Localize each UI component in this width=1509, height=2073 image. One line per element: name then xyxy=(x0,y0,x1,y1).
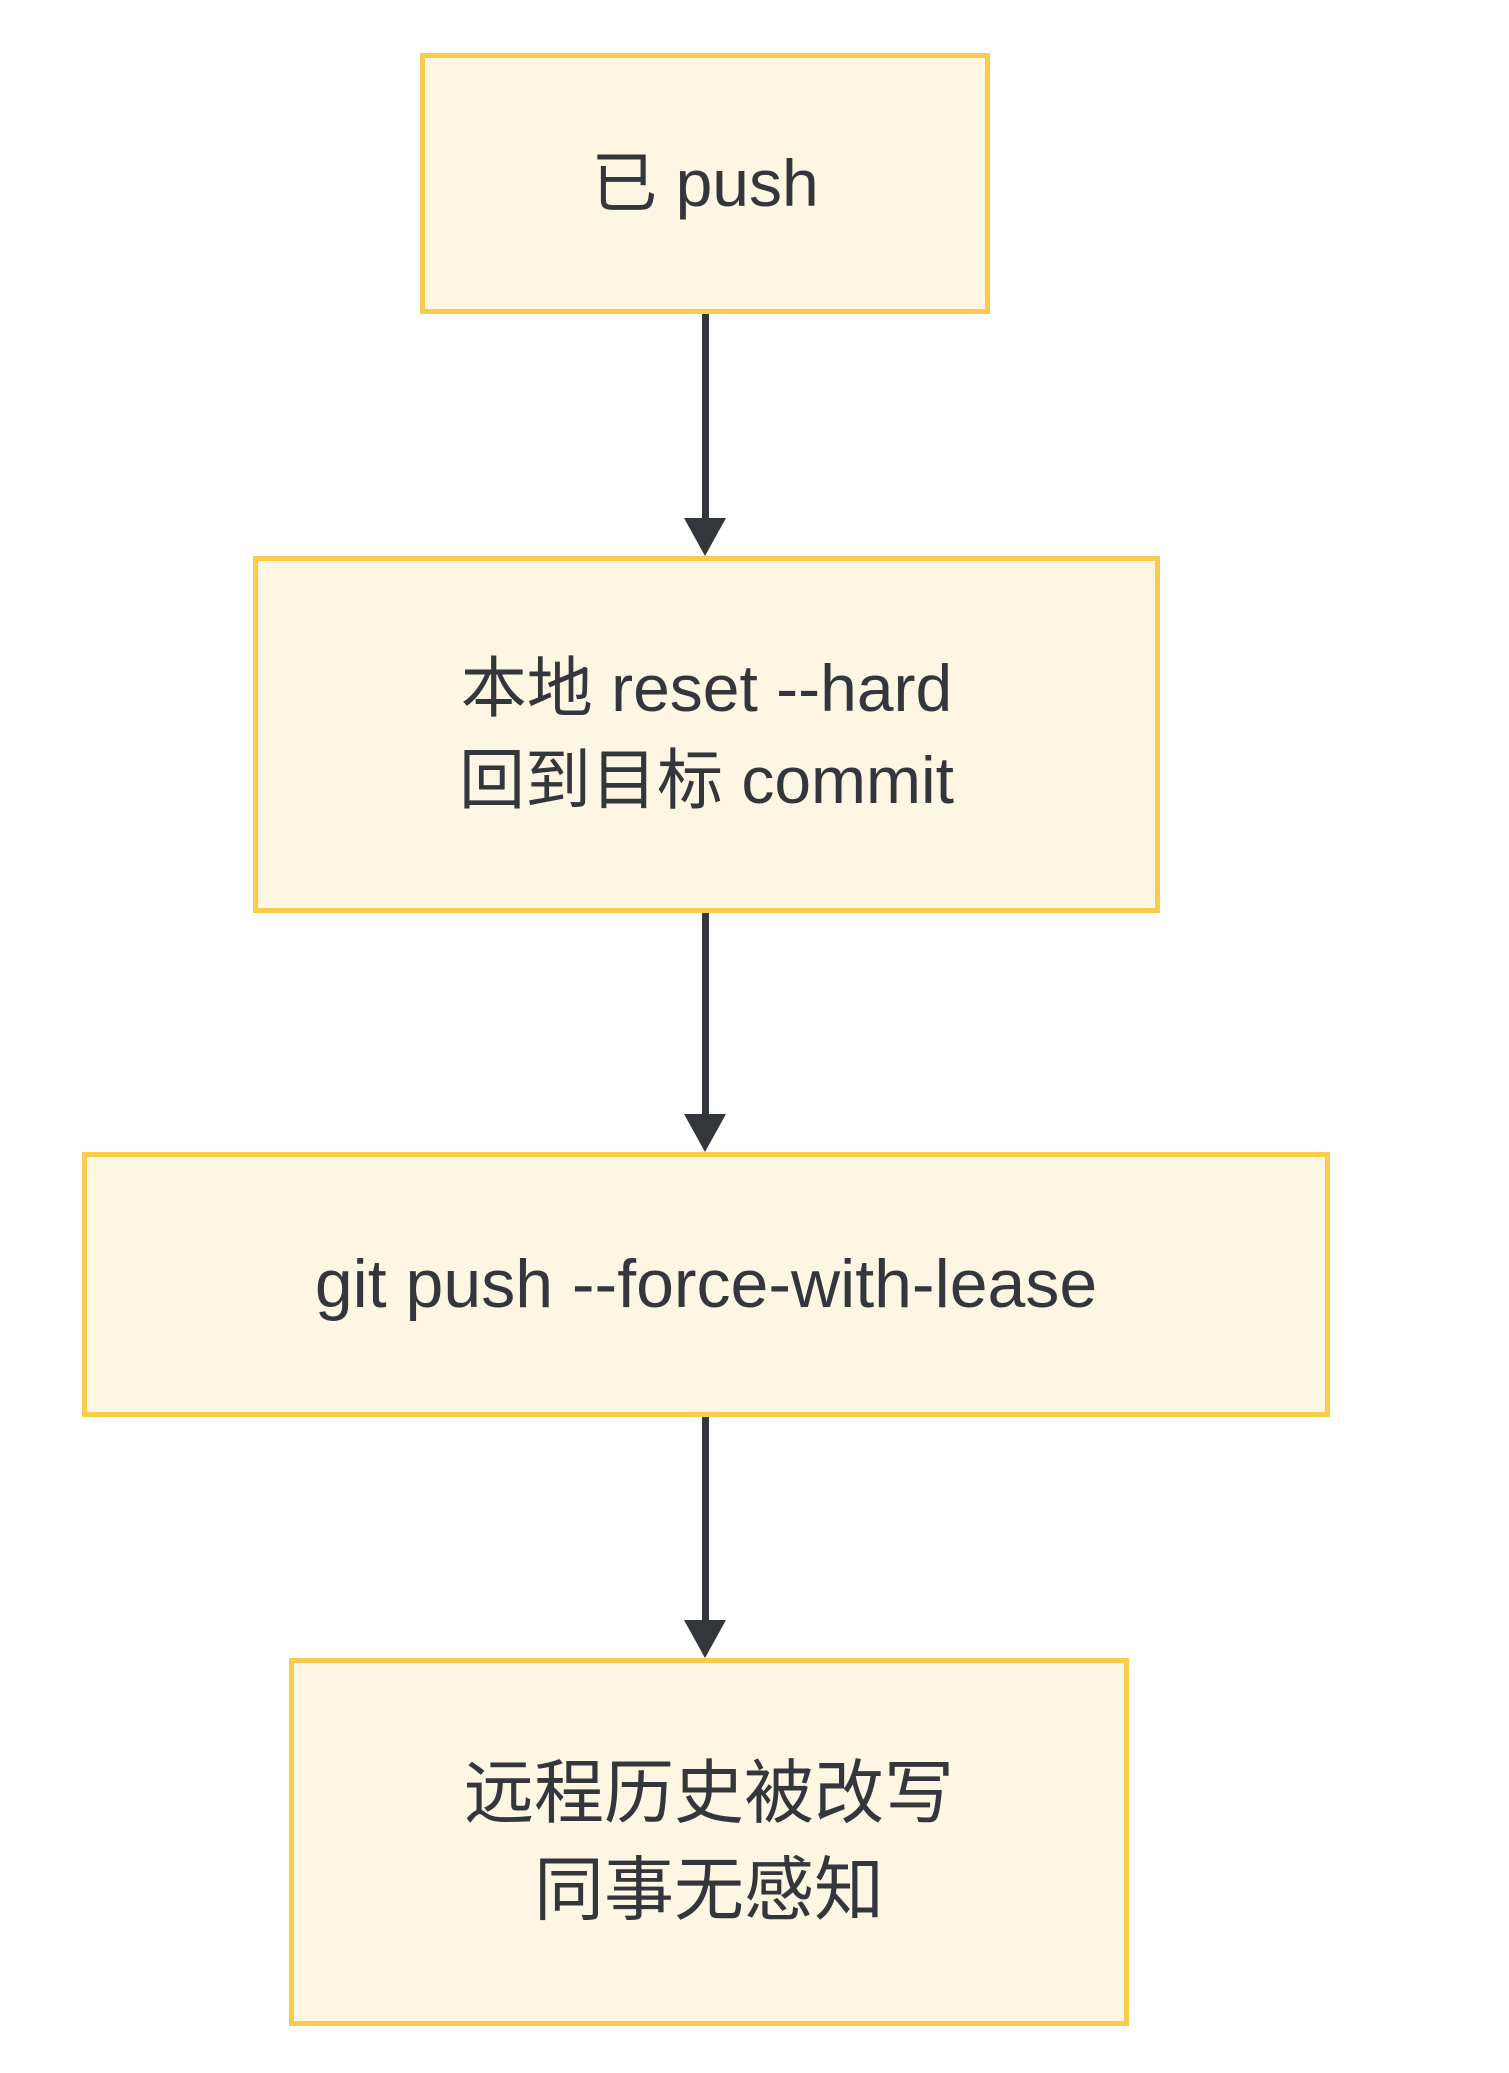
node-label-line: 同事无感知 xyxy=(534,1851,884,1929)
arrow-shaft xyxy=(701,913,709,1114)
edge-arrow-force-to-result xyxy=(683,1417,727,1658)
node-label-line: 远程历史被改写 xyxy=(464,1754,954,1833)
edge-arrow-pushed-to-reset xyxy=(683,314,727,556)
flow-node-reset-hard: 本地 reset --hard 回到目标 commit xyxy=(253,556,1160,913)
arrow-head-icon xyxy=(684,518,726,556)
flow-node-pushed: 已 push xyxy=(420,53,990,314)
node-label-line: git push --force-with-lease xyxy=(314,1245,1098,1322)
arrow-shaft xyxy=(701,314,709,518)
node-label-line: 已 push xyxy=(591,145,819,220)
flow-node-result: 远程历史被改写 同事无感知 xyxy=(289,1658,1129,2026)
arrow-shaft xyxy=(701,1417,709,1620)
arrow-head-icon xyxy=(684,1114,726,1152)
node-label-line: 本地 reset --hard xyxy=(460,651,953,726)
edge-arrow-reset-to-force xyxy=(683,913,727,1152)
node-label-line: 回到目标 commit xyxy=(459,742,954,817)
arrow-head-icon xyxy=(684,1620,726,1658)
flow-node-force-push: git push --force-with-lease xyxy=(82,1152,1330,1417)
